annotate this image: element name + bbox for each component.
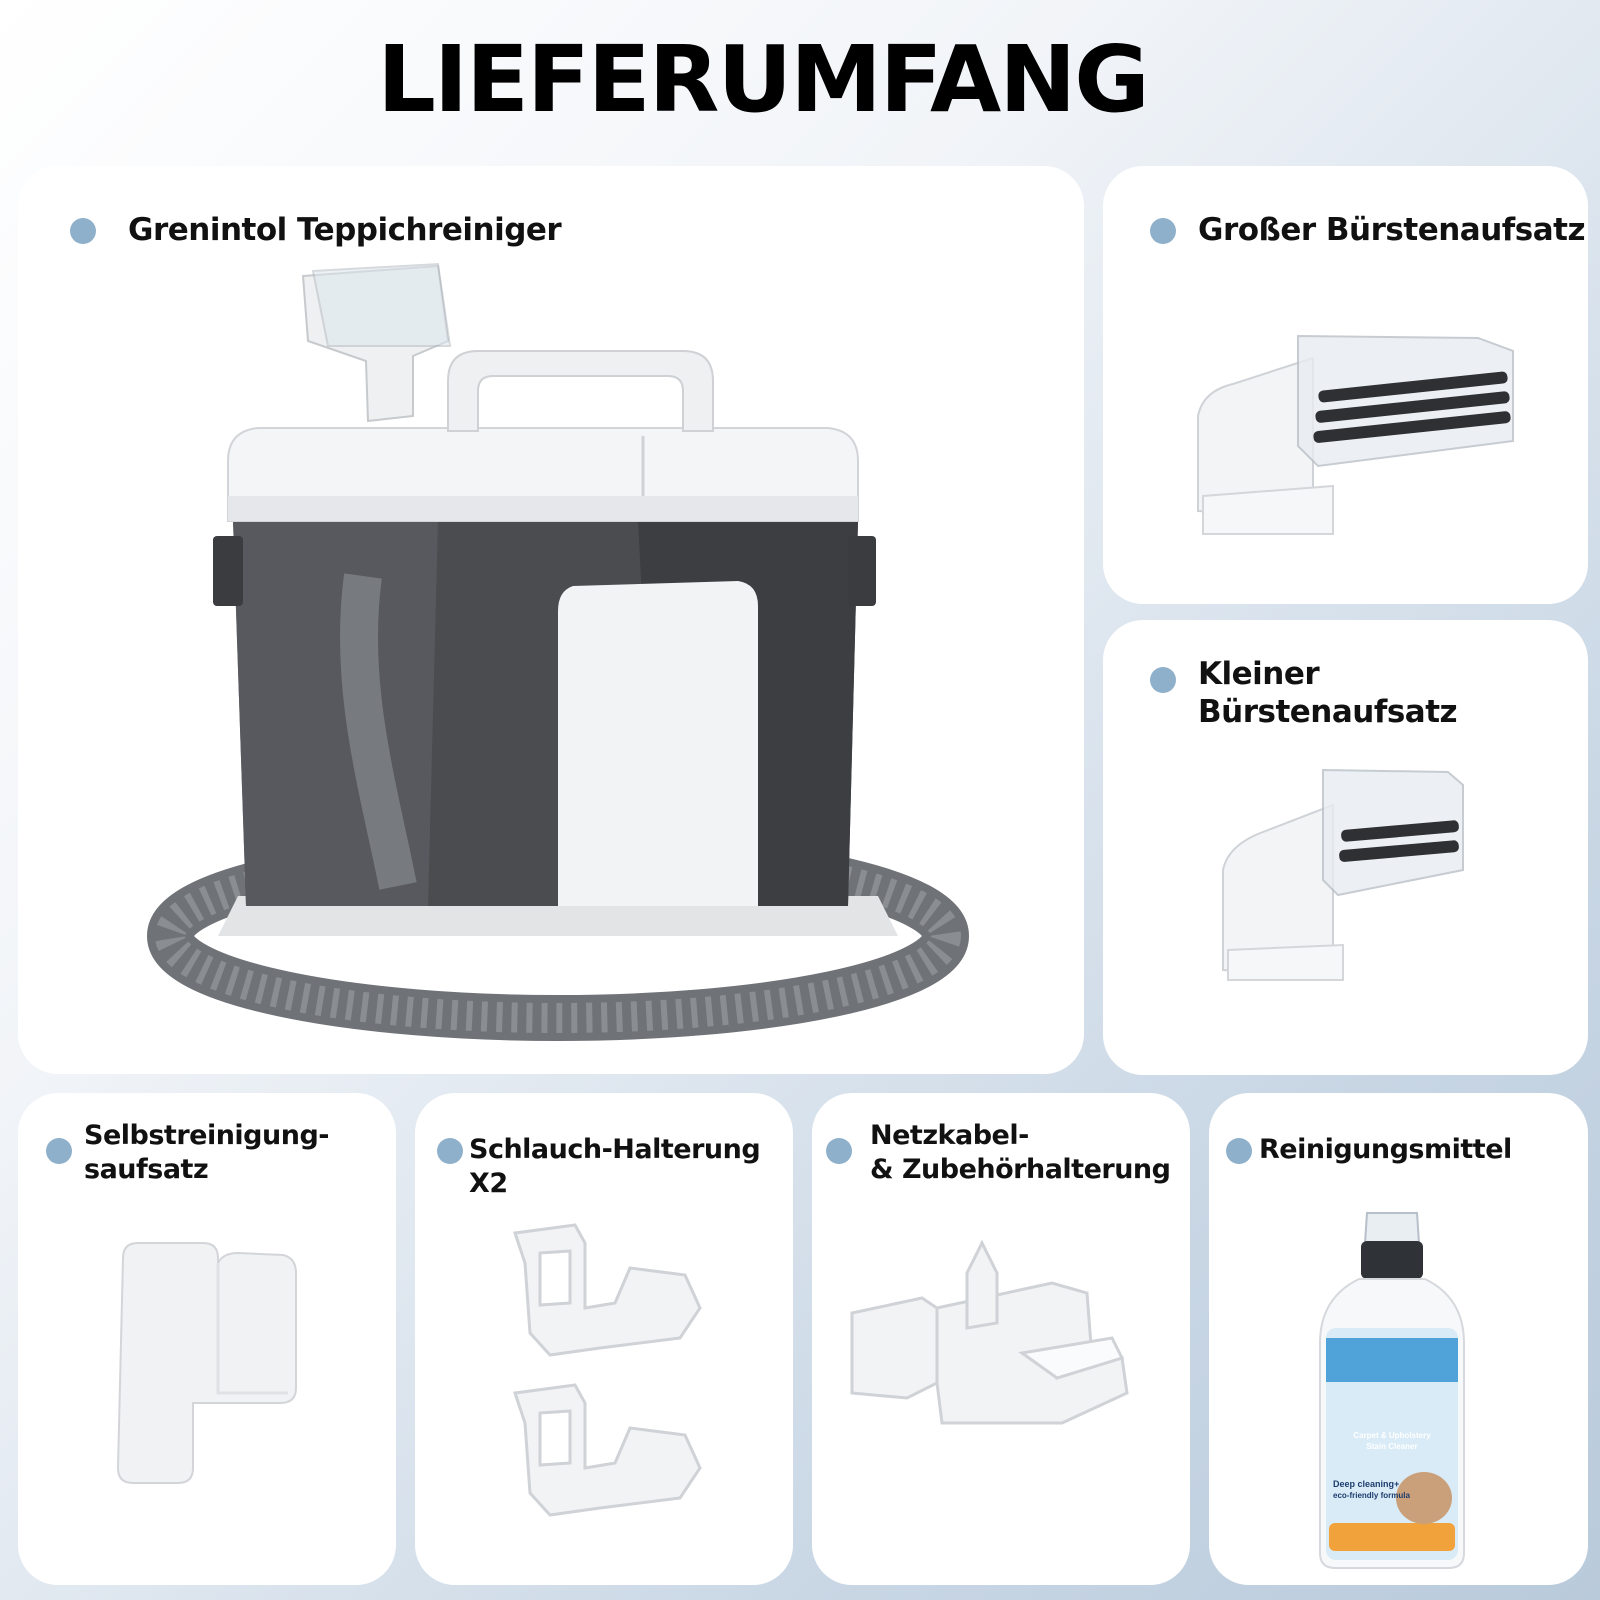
bullet-dot [1150, 218, 1176, 244]
bottle-label-line3: Deep cleaning+ [1333, 1479, 1400, 1489]
bullet-dot [70, 218, 96, 244]
item-label-line2: saufsatz [84, 1154, 209, 1185]
cleaning-agent-bottle-image [1319, 1212, 1465, 1569]
bottle-label-line4: eco-friendly formula [1333, 1491, 1410, 1500]
item-label-line2: & Zubehörhalterung [870, 1154, 1171, 1185]
small-brush-attachment-image [1222, 768, 1464, 981]
card-large-brush: Großer Bürstenaufsatz [1103, 166, 1588, 604]
bullet-dot [826, 1138, 852, 1164]
bottle-label-line2: Stain Cleaner [1366, 1442, 1418, 1451]
item-label: Grenintol Teppichreiniger [128, 212, 562, 248]
card-carpet-cleaner: Grenintol Teppichreiniger [18, 166, 1084, 1074]
card-cleaning-agent: Reinigungsmittel Carpet & Upholstery Sta… [1209, 1093, 1588, 1585]
bullet-dot [46, 1138, 72, 1164]
page-title: LIEFERUMFANG [377, 26, 1150, 133]
item-label: Schlauch-Halterung X2 [469, 1134, 761, 1199]
card-self-cleaning: Selbstreinigung- saufsatz [18, 1093, 396, 1585]
item-label-line1: Selbstreinigung- [84, 1120, 329, 1151]
item-label: Reinigungsmittel [1259, 1134, 1512, 1165]
card-hose-holder: Schlauch-Halterung X2 [415, 1093, 793, 1585]
hose-holder-image [513, 1223, 702, 1517]
bullet-dot [1226, 1138, 1252, 1164]
item-label: Großer Bürstenaufsatz [1198, 212, 1586, 248]
large-brush-attachment-image [1197, 334, 1514, 535]
card-small-brush: Kleiner Bürstenaufsatz [1103, 620, 1588, 1075]
item-label: Kleiner Bürstenaufsatz [1198, 656, 1458, 730]
bottle-label-line1: Carpet & Upholstery [1353, 1431, 1431, 1440]
self-cleaning-attachment-image [116, 1242, 297, 1484]
item-label-line1: Netzkabel- [870, 1120, 1029, 1151]
bullet-dot [1150, 667, 1176, 693]
card-cable-holder: Netzkabel- & Zubehörhalterung [812, 1093, 1190, 1585]
cable-accessory-holder-image [850, 1239, 1129, 1425]
carpet-cleaner-image [147, 262, 969, 1041]
bullet-dot [437, 1138, 463, 1164]
